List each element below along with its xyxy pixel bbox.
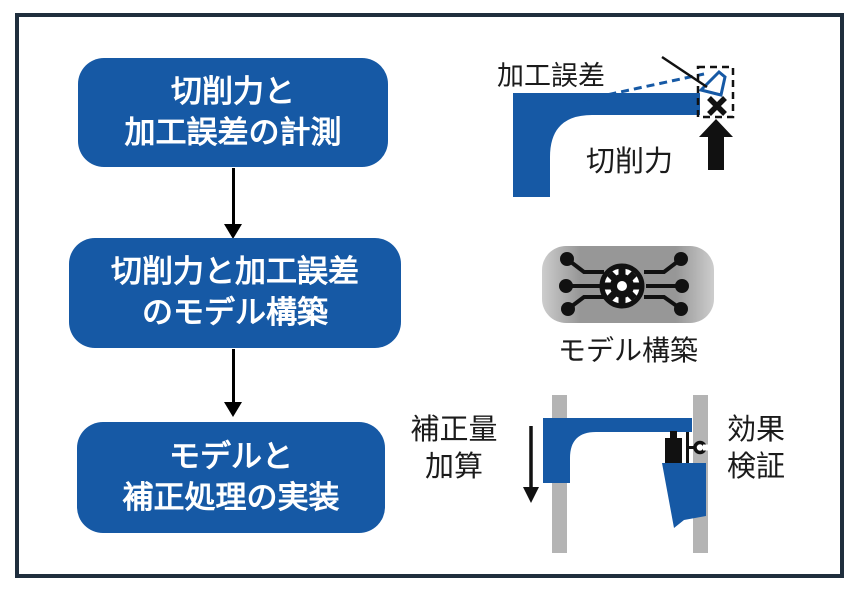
flow-box-implementation: モデルと 補正処理の実装 <box>77 422 385 533</box>
flow-arrow-1-head <box>224 224 242 239</box>
workpiece-shape <box>513 93 700 197</box>
cutting-force-label: 切削力 <box>586 146 674 178</box>
flow-box-modeling-line1: 切削力と加工誤差 <box>111 254 359 290</box>
effect-verification-label-line1: 効果 <box>726 414 785 446</box>
flow-box-measurement-line2: 加工誤差の計測 <box>124 114 342 150</box>
deflected-tip-outline <box>698 69 727 97</box>
flow-arrow-1-shaft <box>232 168 235 226</box>
error-pointer-line <box>661 55 708 89</box>
flow-arrow-2-shaft <box>232 349 235 404</box>
model-building-label: モデル構築 <box>557 335 698 366</box>
correction-down-arrow-icon <box>523 487 539 503</box>
probe-stem-line <box>686 432 689 463</box>
implementation-illustration <box>523 395 708 553</box>
model-building-pill <box>542 246 714 323</box>
workpiece-lower-shape <box>662 463 706 528</box>
dial-gauge-opening <box>703 444 708 451</box>
correction-amount-label-line2: 加算 <box>424 451 483 484</box>
correction-amount-label: 補正量 加算 <box>398 412 510 486</box>
probe-body <box>665 431 682 463</box>
flow-box-measurement-line1: 切削力と <box>171 73 295 109</box>
flow-box-modeling-line2: のモデル構築 <box>142 295 328 330</box>
effect-verification-label-line2: 検証 <box>726 451 785 484</box>
flow-box-measurement: 切削力と 加工誤差の計測 <box>78 58 388 167</box>
deflection-dashed-line <box>582 72 705 102</box>
flow-box-modeling: 切削力と加工誤差 のモデル構築 <box>69 238 401 348</box>
dial-gauge-stem <box>689 446 695 449</box>
nominal-tip-dashed-rect <box>696 65 735 119</box>
flow-box-implementation-line2: 補正処理の実装 <box>122 479 340 515</box>
correction-amount-label-line1: 補正量 <box>410 414 498 446</box>
gear-circuit-icon <box>559 252 689 316</box>
flow-box-implementation-line1: モデルと <box>169 438 293 474</box>
flow-arrow-2-head <box>224 402 242 417</box>
machining-error-label: 加工誤差 <box>497 61 605 91</box>
measurement-illustration <box>513 55 735 197</box>
cutting-force-up-arrow-icon <box>699 119 733 170</box>
error-x-mark-icon <box>707 96 727 116</box>
effect-verification-label: 効果 検証 <box>722 412 790 486</box>
machine-arm-shape <box>543 418 692 483</box>
